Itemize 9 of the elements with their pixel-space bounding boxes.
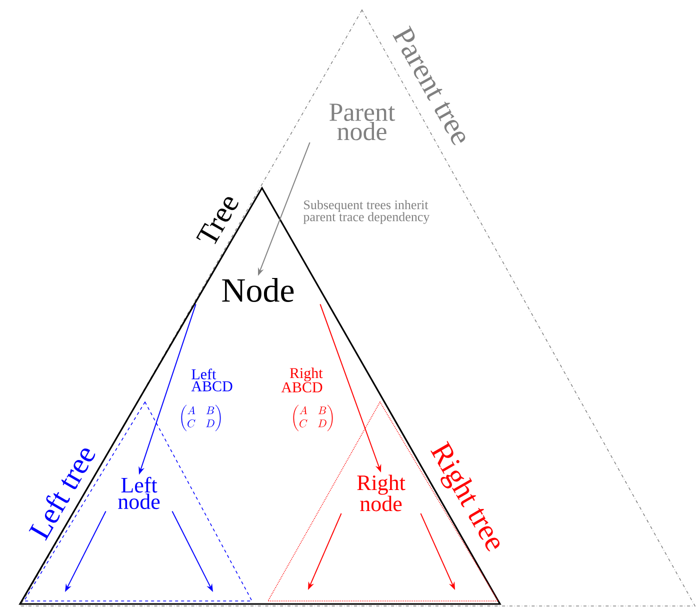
node-label: Left node — [118, 476, 160, 510]
edge-label: Subsequent trees inherit parent trace dependency — [302, 199, 440, 225]
edge-label: Left ABCD — [190, 368, 238, 392]
matrix-formula: $\begin{pmatrix}A & B\\ C & D\end{pmatrix}$ — [181, 404, 221, 432]
matrix-formula: $\begin{pmatrix}A & B\\ C & D\end{pmatrix}$ — [293, 404, 333, 432]
node-label: Node — [222, 278, 294, 302]
node-label: Right node — [357, 474, 406, 512]
edge-label: Right ABCD — [270, 366, 324, 394]
node-label: Parent node — [330, 104, 396, 140]
